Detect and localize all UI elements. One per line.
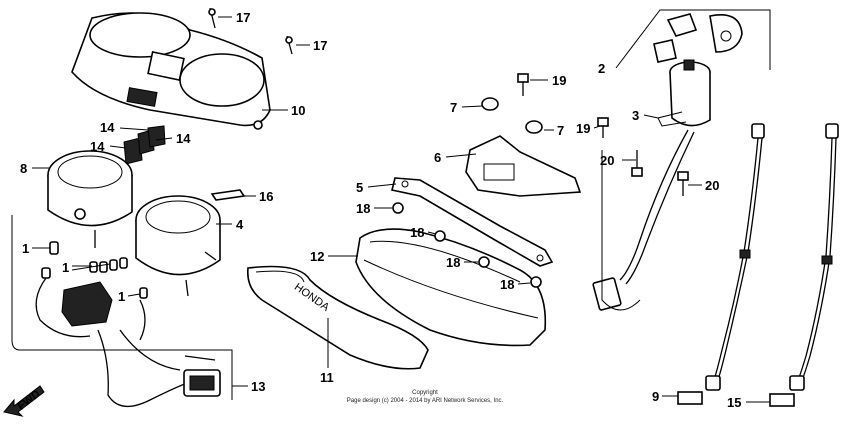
bracket-6 (465, 135, 582, 197)
visor-11: HONDA (246, 265, 429, 370)
callout-14b: 14 (90, 139, 105, 154)
callout-12: 12 (310, 249, 324, 264)
nuts-18 (392, 202, 542, 288)
callout-19b: 19 (576, 121, 590, 136)
callout-20a: 20 (600, 153, 614, 168)
callout-16: 16 (259, 189, 273, 204)
callout-1b: 1 (62, 260, 69, 275)
plate-16 (210, 189, 246, 201)
callout-3: 3 (632, 108, 639, 123)
callout-6: 6 (434, 150, 441, 165)
leader-box-2 (615, 9, 771, 70)
bolts-20 (631, 150, 689, 196)
leader-box-13 (11, 215, 233, 400)
speedometer-8 (47, 150, 133, 248)
copyright-line1: Copyright (412, 390, 438, 396)
fwd-arrow: FWD (3, 385, 45, 417)
callout-19a: 19 (552, 73, 566, 88)
connector-13 (183, 355, 221, 397)
bolts-19 (517, 73, 609, 138)
indicator-lenses (123, 125, 166, 165)
ignition-switch-3 (657, 59, 711, 127)
ignition-harness (592, 129, 695, 311)
meter-case (71, 12, 271, 130)
screw-17-b (285, 35, 293, 55)
callout-18b: 18 (410, 225, 424, 240)
screw-17-a (208, 7, 216, 29)
callout-7a: 7 (450, 100, 457, 115)
callout-4: 4 (236, 217, 244, 232)
callout-15: 15 (727, 395, 741, 410)
copyright-line2: Page design (c) 2004 - 2014 by ARI Netwo… (347, 398, 504, 404)
callout-11: 11 (320, 370, 334, 385)
callout-1a: 1 (22, 241, 29, 256)
callout-1c: 1 (118, 289, 125, 304)
callout-2: 2 (598, 61, 605, 76)
bracket-5 (391, 177, 554, 267)
tachometer-cable-15 (769, 123, 839, 407)
callout-14a: 14 (100, 120, 115, 135)
callout-18d: 18 (500, 277, 514, 292)
wire-harness (35, 277, 201, 407)
rubbers-7 (481, 97, 543, 134)
callout-13: 13 (251, 379, 265, 394)
leader-lines (32, 16, 770, 403)
callout-9: 9 (652, 389, 659, 404)
key-set-2 (653, 13, 743, 63)
callout-18c: 18 (446, 255, 460, 270)
callout-5: 5 (356, 180, 363, 195)
speedometer-cable-9 (677, 123, 765, 405)
cowl-12 (355, 228, 547, 347)
callout-17b: 17 (313, 38, 327, 53)
callout-14c: 14 (176, 131, 191, 146)
callout-20b: 20 (705, 178, 719, 193)
callout-10: 10 (291, 103, 305, 118)
callout-7b: 7 (557, 123, 564, 138)
callout-18a: 18 (356, 201, 370, 216)
tachometer-4 (135, 195, 221, 297)
callout-8: 8 (20, 161, 27, 176)
callout-17a: 17 (236, 10, 250, 25)
callout-labels: 17 17 10 14 14 14 8 16 4 1 1 1 13 11 12 … (20, 10, 741, 410)
